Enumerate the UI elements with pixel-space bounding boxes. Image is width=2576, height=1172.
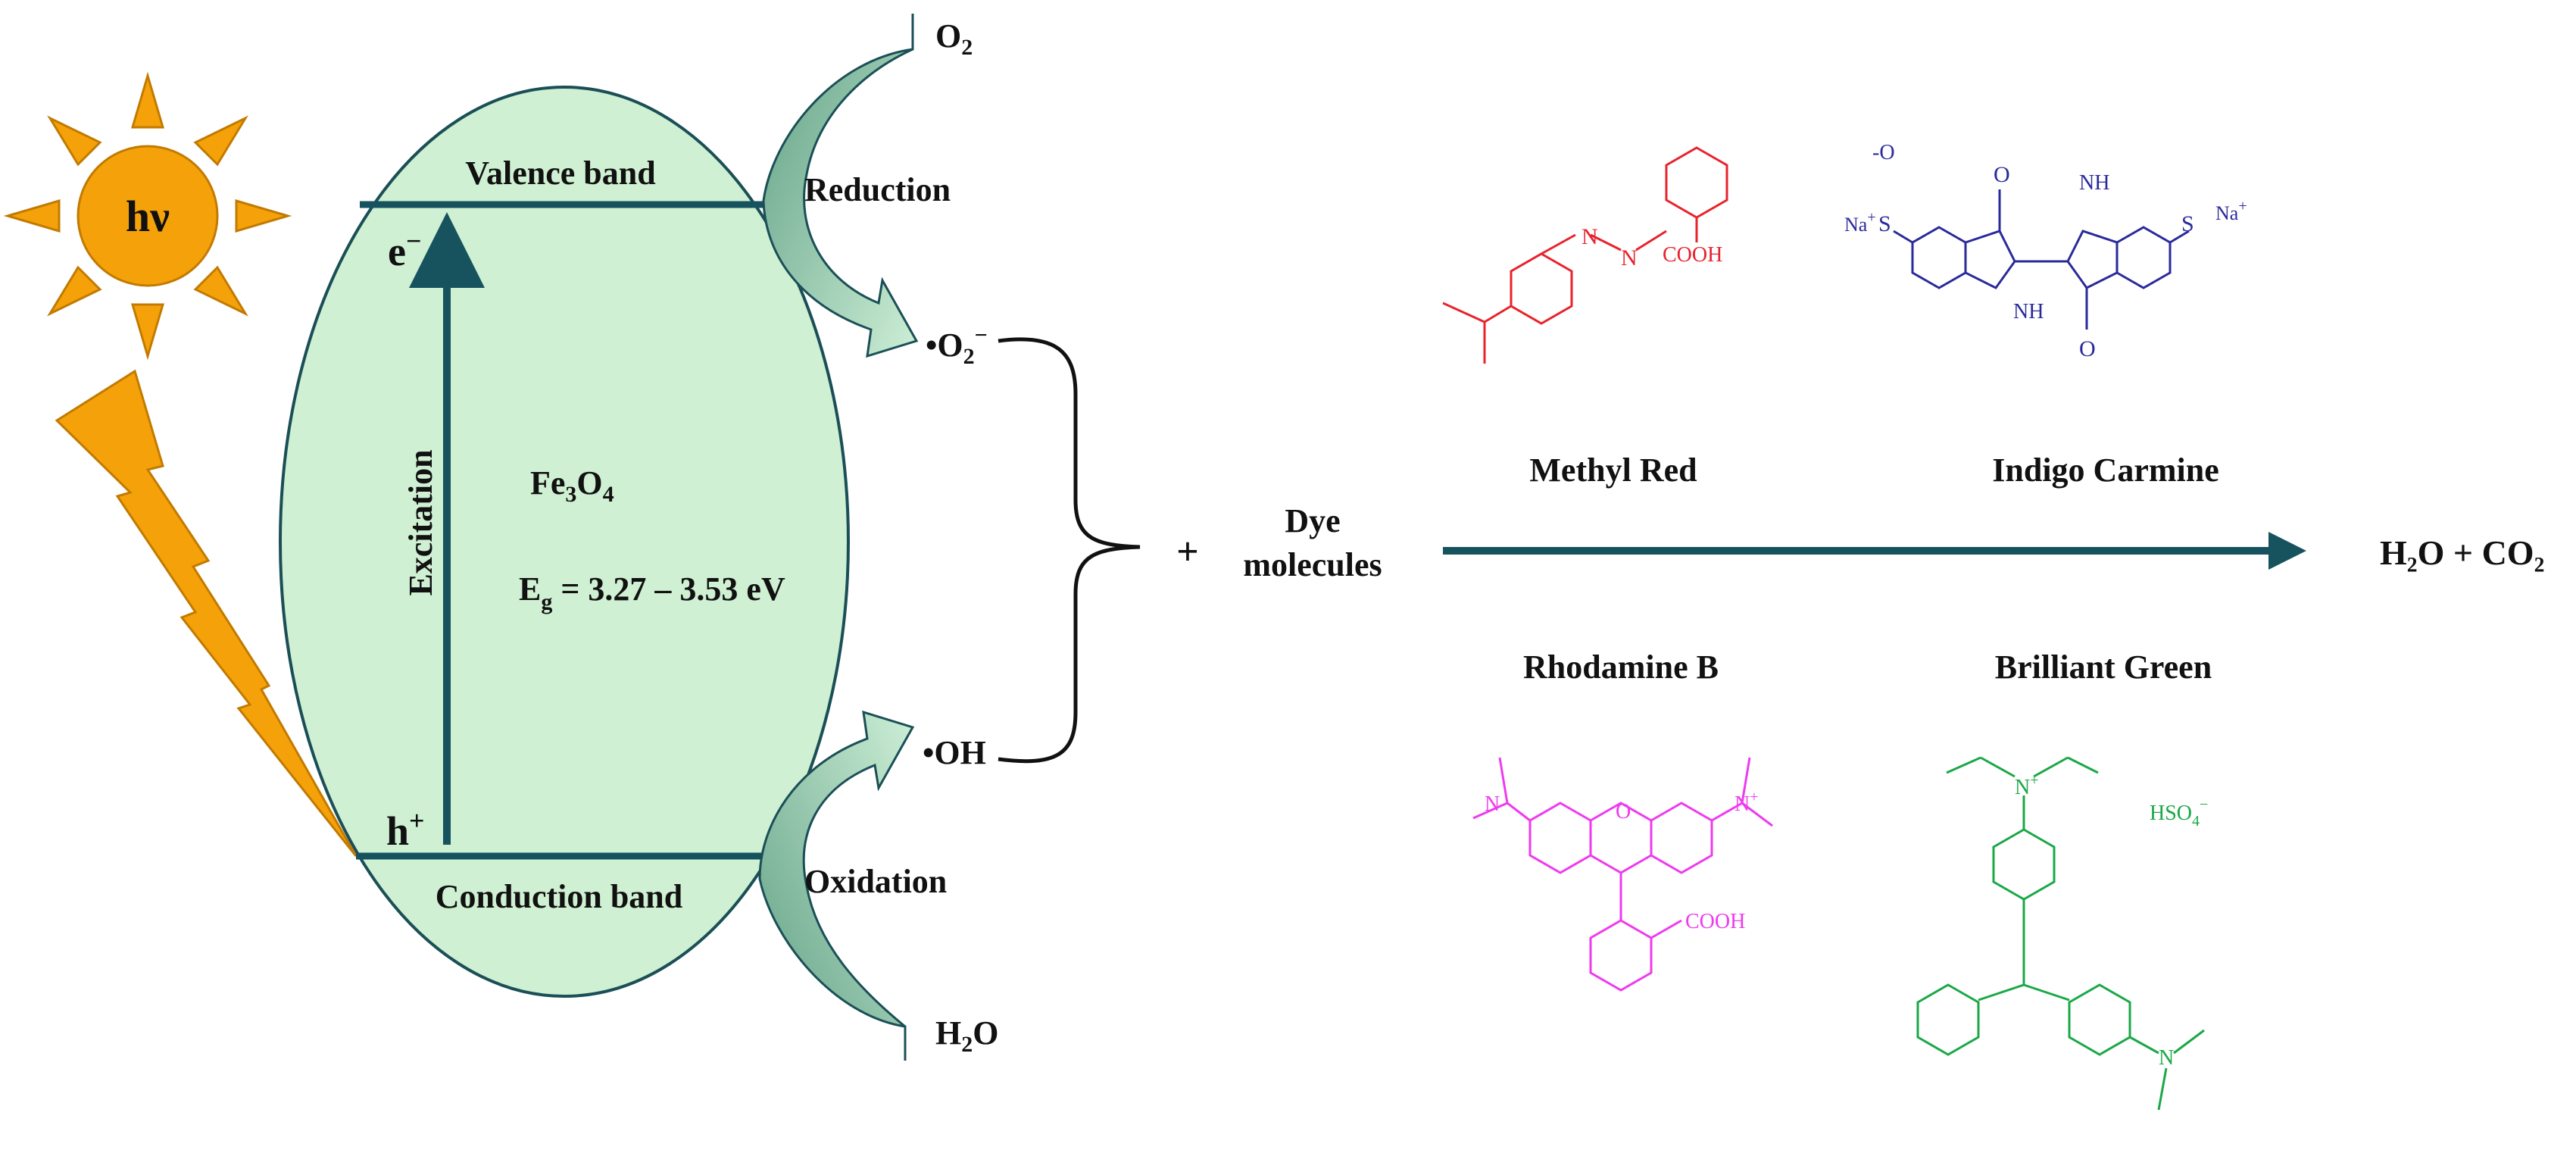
curly-brace: [998, 337, 1141, 764]
water-label: H2O: [935, 1014, 998, 1057]
brilliant-green-name: Brilliant Green: [1995, 649, 2212, 686]
rhodamine-o: O: [1616, 800, 1631, 824]
dye-label-line2: molecules: [1243, 546, 1382, 583]
indigo-na-left: Na+: [1844, 209, 1876, 236]
indigo-s-left: S: [1878, 211, 1891, 236]
valence-band-label: Valence band: [465, 155, 655, 192]
brilliant-green-hso4: HSO4−: [2150, 796, 2208, 830]
rhodamine-n-right: N+: [1735, 789, 1759, 816]
indigo-s-right: S: [2181, 211, 2194, 236]
indigo-na-right: Na+: [2215, 198, 2247, 224]
methyl-red-structure: [1442, 146, 1728, 364]
superoxide-label: •O2−: [926, 323, 988, 369]
fe3o4-particle: [279, 86, 850, 998]
indigo-nh-top: NH: [2079, 171, 2109, 195]
rhodamine-b-structure: [1472, 757, 1773, 992]
methyl-red-name: Methyl Red: [1529, 452, 1697, 489]
indigo-o-minus-left: -O: [1872, 141, 1895, 164]
dye-label-line1: Dye: [1285, 502, 1340, 539]
plus-sign: +: [1176, 530, 1199, 573]
indigo-nh-bottom: NH: [2013, 300, 2044, 323]
brilliant-green-structure: [1916, 756, 2205, 1111]
reduction-curved-arrow: [762, 14, 919, 358]
lightning-bolt-icon: [55, 369, 358, 857]
methyl-red-cooh: COOH: [1663, 243, 1722, 267]
band-gap-label: Eg = 3.27 – 3.53 eV: [519, 570, 785, 614]
rhodamine-cooh: COOH: [1685, 910, 1745, 933]
material-label: Fe3O4: [530, 464, 614, 507]
degradation-arrow-head: [2268, 532, 2306, 570]
brilliant-green-n-bottom: N: [2159, 1046, 2174, 1070]
excitation-label: Excitation: [402, 449, 439, 595]
oxidation-curved-arrow: [758, 710, 915, 1061]
o2-label: O2: [935, 17, 973, 60]
brilliant-green-n-top: N+: [2015, 772, 2039, 799]
hydroxyl-label: •OH: [923, 734, 986, 771]
methyl-red-n1: N: [1582, 224, 1598, 249]
rhodamine-n-left: N: [1485, 792, 1500, 816]
oxidation-label: Oxidation: [804, 863, 947, 900]
products-label: H₂O + CO₂: [2380, 533, 2544, 572]
conduction-band-label: Conduction band: [436, 878, 682, 915]
indigo-carmine-structure: [1893, 189, 2190, 330]
reduction-label: Reduction: [804, 171, 951, 208]
hole-label: h+: [386, 805, 425, 854]
indigo-carmine-name: Indigo Carmine: [1992, 452, 2218, 489]
methyl-red-n2: N: [1621, 245, 1638, 270]
indigo-o-bottom: O: [2079, 336, 2096, 361]
rhodamine-b-name: Rhodamine B: [1523, 649, 1719, 686]
indigo-o-top: O: [1994, 162, 2010, 187]
sun-icon: hν: [3, 71, 292, 361]
sun-label: hν: [126, 192, 170, 241]
electron-label: e−: [388, 226, 421, 274]
